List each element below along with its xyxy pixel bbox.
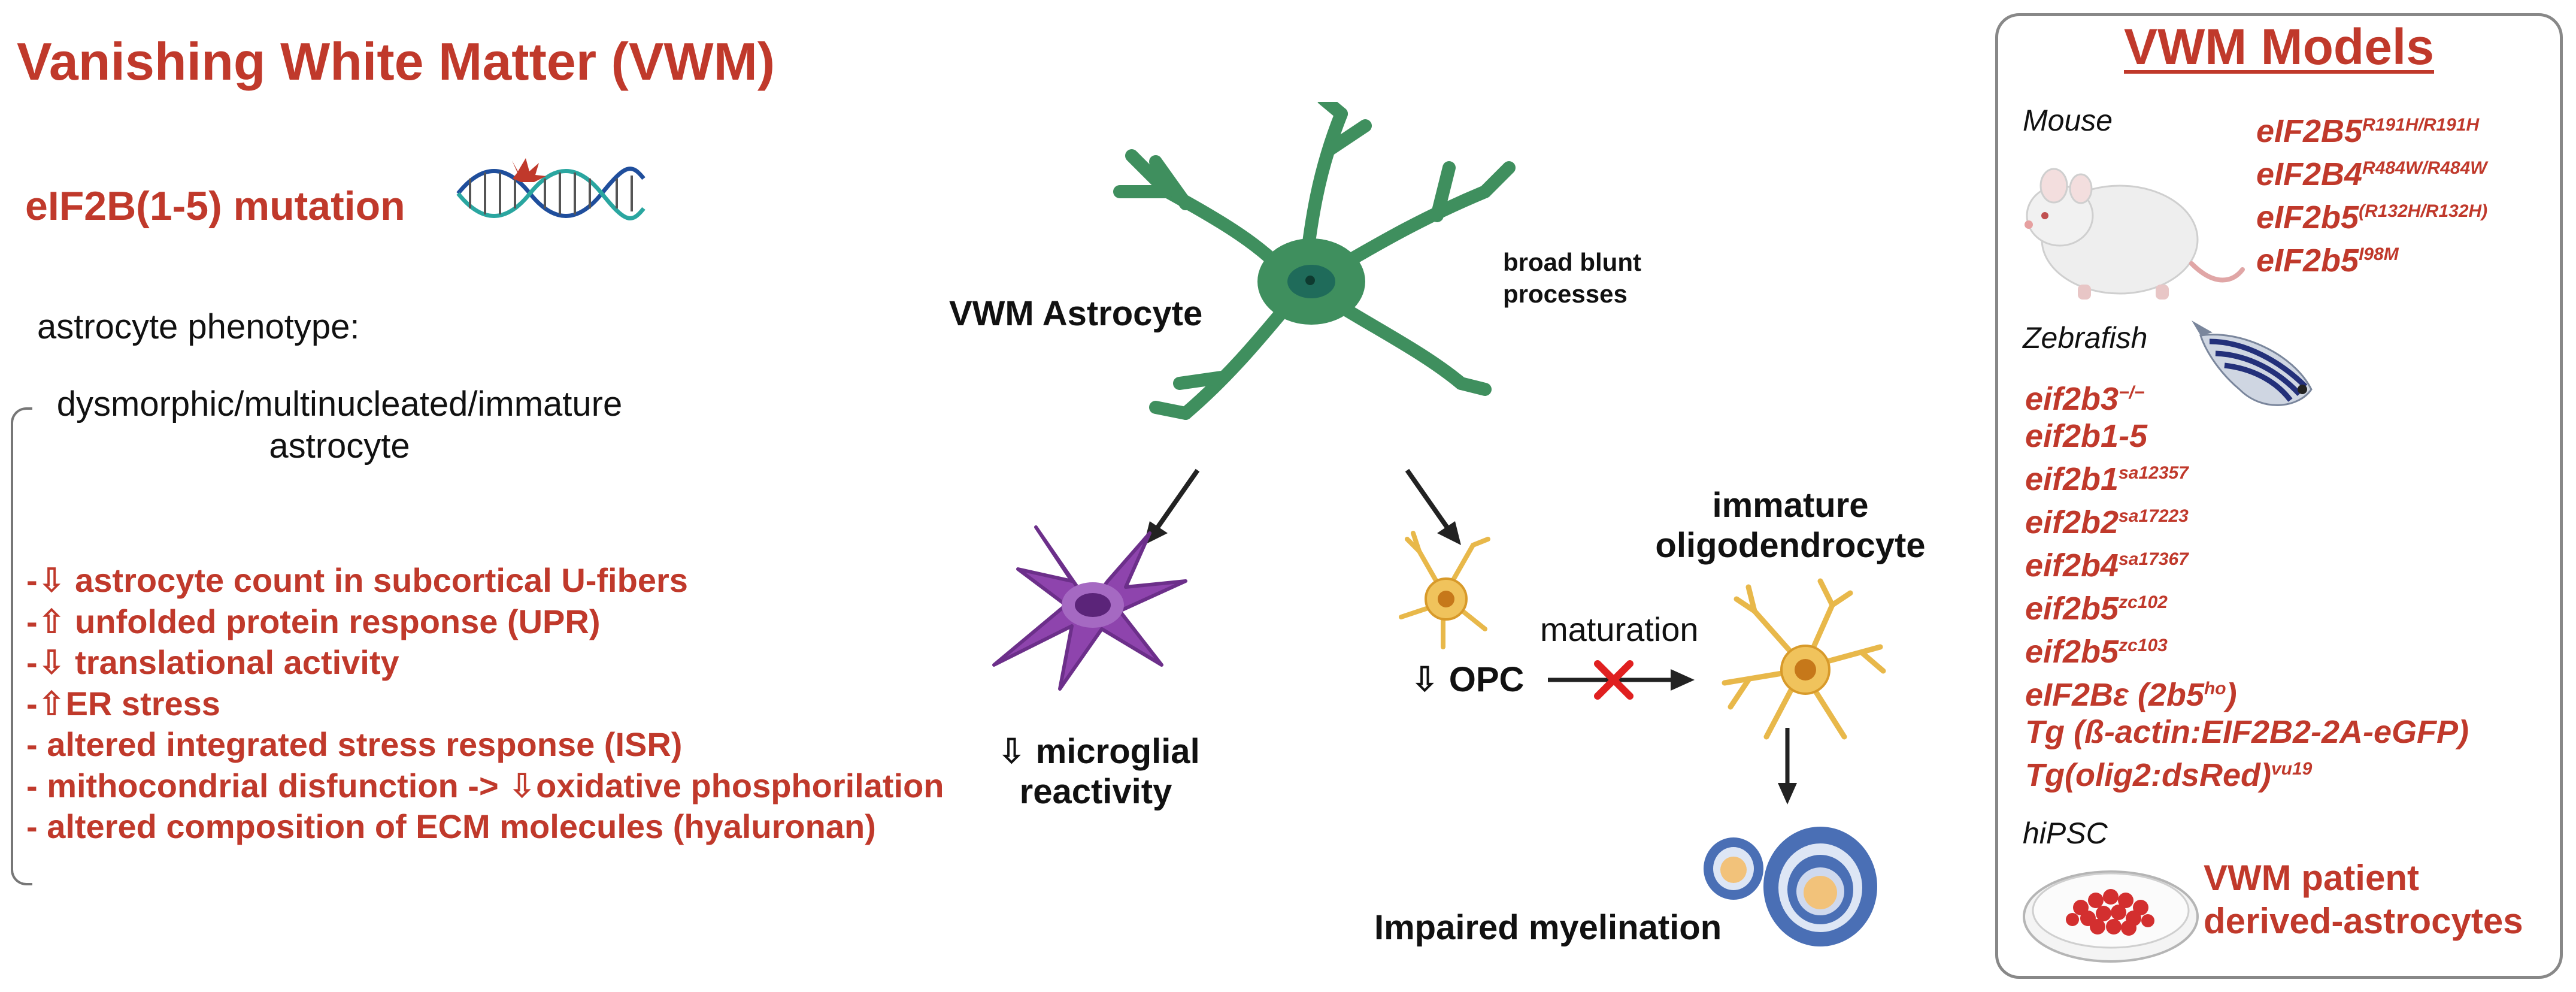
opc-illustration <box>1399 531 1490 649</box>
phenotype-description: dysmorphic/multinucleated/immature astro… <box>56 385 623 465</box>
page-title: Vanishing White Matter (VWM) <box>17 32 775 91</box>
astrocyte-label: VWM Astrocyte <box>949 294 1203 333</box>
models-panel <box>1995 13 2563 979</box>
arrow-astrocyte-to-microglia <box>1144 468 1200 545</box>
list-item: eif2b4sa17367 <box>2025 548 2189 583</box>
list-item: -⇧ER stress <box>26 684 220 722</box>
petri-dish-icon <box>2023 870 2199 963</box>
blocked-x-icon <box>1594 660 1634 700</box>
phenotype-bracket <box>11 407 32 885</box>
zebrafish-label: Zebrafish <box>2023 321 2148 355</box>
hipsc-label: hiPSC <box>2023 816 2108 850</box>
models-title: VWM Models <box>2124 19 2434 75</box>
astrocyte-illustration <box>1113 102 1516 420</box>
list-item: - mithocondrial disfunction -> ⇩oxidativ… <box>26 766 944 805</box>
microglia-label: ⇩ microglial reactivity <box>997 732 1200 811</box>
zebrafish-icon <box>2192 320 2313 406</box>
mutation-label: eIF2B(1-5) mutation <box>25 183 405 229</box>
myelin-illustration <box>1704 827 1877 946</box>
hipsc-description: VWM patient derived-astrocytes <box>2204 858 2523 941</box>
dna-helix-icon <box>456 158 645 220</box>
mouse-icon <box>2025 168 2245 300</box>
arrow-astrocyte-to-opc <box>1405 468 1461 545</box>
list-item: -⇩ astrocyte count in subcortical U-fibe… <box>26 561 688 599</box>
list-item: eIF2b5(R132H/R132H) <box>2256 199 2488 235</box>
microglia-illustration <box>992 525 1187 691</box>
mouse-label: Mouse <box>2023 104 2113 137</box>
list-item: eIF2b5I98M <box>2256 243 2399 279</box>
phenotype-feature-list: -⇩ astrocyte count in subcortical U-fibe… <box>26 560 944 848</box>
list-item: eif2b1-5 <box>2025 418 2148 454</box>
list-item: eif2b5zc103 <box>2025 634 2168 670</box>
list-item: eif2b2sa17223 <box>2025 504 2189 540</box>
opc-label: ⇩ OPC <box>1410 660 1525 699</box>
list-item: -⇩ translational activity <box>26 643 399 681</box>
list-item: eif2b1sa12357 <box>2025 461 2189 497</box>
maturation-label: maturation <box>1540 610 1699 648</box>
processes-label: broad blunt processes <box>1503 248 1641 308</box>
oligodendrocyte-illustration <box>1722 578 1886 740</box>
list-item: eIF2Bε (2b5ho) <box>2025 677 2237 713</box>
list-item: - altered composition of ECM molecules (… <box>26 807 876 845</box>
zebrafish-gene-list: eif2b3−/− eif2b1-5 eif2b1sa12357 eif2b2s… <box>2025 374 2469 794</box>
list-item: eif2b3−/− <box>2025 381 2145 417</box>
mouse-gene-list: eIF2B5R191H/R191H eIF2B4R484W/R484W eIF2… <box>2256 107 2487 279</box>
oligodendrocyte-label: immature oligodendrocyte <box>1655 486 1926 565</box>
list-item: -⇧ unfolded protein response (UPR) <box>26 602 601 640</box>
myelination-label: Impaired myelination <box>1374 908 1722 947</box>
list-item: Tg(olig2:dsRed)vu19 <box>2025 757 2313 793</box>
phenotype-heading: astrocyte phenotype: <box>37 307 360 346</box>
list-item: eIF2B4R484W/R484W <box>2256 156 2487 192</box>
list-item: Tg (ß-actin:EIF2B2-2A-eGFP) <box>2025 714 2469 750</box>
list-item: eif2b5zc102 <box>2025 591 2168 627</box>
list-item: - altered integrated stress response (IS… <box>26 725 683 763</box>
arrow-to-myelination <box>1778 728 1797 805</box>
list-item: eIF2B5R191H/R191H <box>2256 113 2480 149</box>
